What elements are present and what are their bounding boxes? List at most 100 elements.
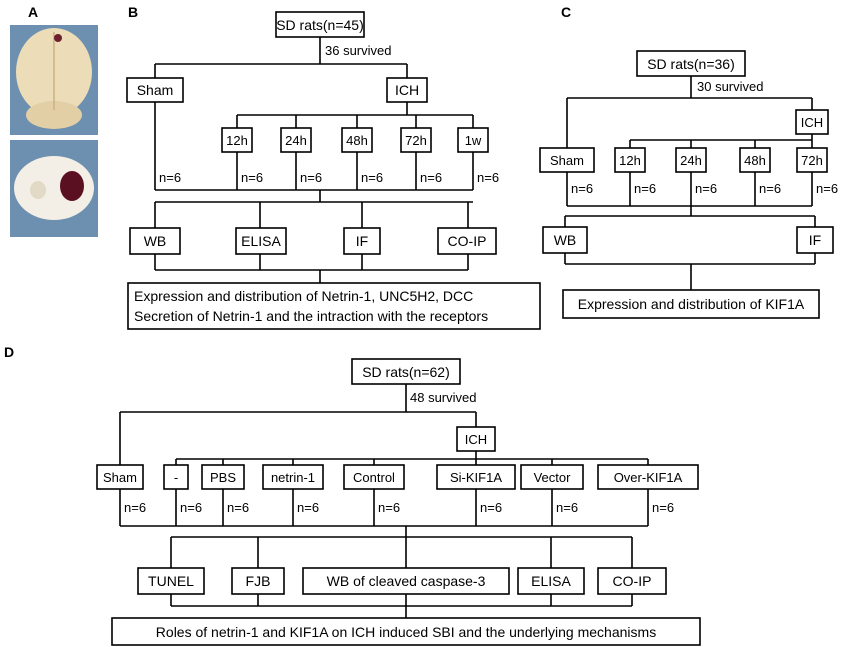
- brain-photo-section: [10, 140, 98, 237]
- panel-label-d: D: [4, 344, 14, 360]
- c-group-box-48h: [739, 147, 771, 173]
- c-assay-label-wb: WB: [554, 232, 577, 248]
- b-time-label-72h: 72h: [405, 133, 427, 148]
- d-ich-box: [456, 426, 496, 452]
- d-group-box-minus: [163, 464, 189, 490]
- b-assay-box-elisa: [235, 227, 287, 255]
- c-assay-label-if: IF: [809, 232, 821, 248]
- b-result-line2: Secretion of Netrin-1 and the intraction…: [134, 308, 488, 324]
- b-time-box-72h: [400, 127, 432, 153]
- b-time-label-1w: 1w: [465, 133, 482, 148]
- c-n-label: n=6: [634, 181, 656, 196]
- b-n-label: n=6: [420, 170, 442, 185]
- c-n-label: n=6: [816, 181, 838, 196]
- d-n-label: n=6: [480, 500, 502, 515]
- c-n-label: n=6: [695, 181, 717, 196]
- b-time-box-48h: [341, 127, 373, 153]
- b-time-label-24h: 24h: [285, 133, 307, 148]
- d-sd-rats-label: SD rats(n=62): [362, 364, 450, 380]
- b-assay-box-coip: [437, 227, 497, 255]
- b-sd-rats-label: SD rats(n=45): [276, 17, 364, 33]
- c-sd-rats-box: [636, 50, 746, 77]
- c-assay-box-if: [796, 226, 834, 254]
- d-survived-label: 48 survived: [410, 390, 476, 405]
- b-result-line1: Expression and distribution of Netrin-1,…: [134, 288, 473, 304]
- d-group-box-netrin1: [262, 464, 324, 490]
- b-time-label-12h: 12h: [226, 133, 248, 148]
- b-n-label: n=6: [477, 170, 499, 185]
- b-n-label: n=6: [361, 170, 383, 185]
- b-time-box-1w: [457, 127, 489, 153]
- d-group-label-sham: Sham: [103, 470, 137, 485]
- c-group-label-12h: 12h: [619, 153, 641, 168]
- b-assay-label-wb: WB: [144, 233, 167, 249]
- b-ich-label: ICH: [395, 82, 419, 98]
- c-group-box-24h: [675, 147, 707, 173]
- c-sd-rats-label: SD rats(n=36): [647, 56, 735, 72]
- d-group-box-pbs: [201, 464, 245, 490]
- panel-label-a: A: [28, 4, 38, 20]
- c-n-label: n=6: [759, 181, 781, 196]
- d-n-label: n=6: [124, 500, 146, 515]
- c-assay-box-wb: [542, 226, 588, 254]
- b-sham-label: Sham: [137, 82, 174, 98]
- c-result-label: Expression and distribution of KIF1A: [578, 296, 805, 312]
- d-assay-label-elisa: ELISA: [531, 573, 571, 589]
- b-n-label: n=6: [300, 170, 322, 185]
- b-time-label-48h: 48h: [346, 133, 368, 148]
- b-n-label: n=6: [159, 170, 181, 185]
- d-n-label: n=6: [297, 500, 319, 515]
- d-ich-label: ICH: [465, 432, 487, 447]
- c-result-box: [562, 289, 820, 319]
- d-result-label: Roles of netrin-1 and KIF1A on ICH induc…: [156, 624, 656, 640]
- c-ich-box: [795, 109, 829, 135]
- b-assay-box-wb: [129, 227, 181, 255]
- d-assay-box-wb-caspase: [302, 567, 510, 595]
- d-group-label-minus: -: [174, 470, 178, 485]
- d-group-box-si-kif1a: [436, 464, 516, 490]
- b-assay-box-if: [343, 227, 381, 255]
- d-n-label: n=6: [180, 500, 202, 515]
- d-group-box-over-kif1a: [597, 464, 699, 490]
- d-group-label-vector: Vector: [534, 470, 572, 485]
- panel-label-b: B: [128, 4, 138, 20]
- b-n-label: n=6: [241, 170, 263, 185]
- d-group-box-sham: [96, 464, 144, 490]
- c-group-label-sham: Sham: [550, 153, 584, 168]
- d-result-box: [111, 617, 701, 646]
- d-group-label-si-kif1a: Si-KIF1A: [450, 470, 502, 485]
- d-group-box-vector: [520, 464, 584, 490]
- b-time-box-24h: [280, 127, 312, 153]
- d-group-label-pbs: PBS: [210, 470, 236, 485]
- d-n-label: n=6: [652, 500, 674, 515]
- b-sd-rats-box: [275, 11, 365, 38]
- c-group-box-12h: [614, 147, 646, 173]
- d-assay-label-coip: CO-IP: [613, 573, 652, 589]
- c-group-label-72h: 72h: [801, 153, 823, 168]
- b-assay-label-elisa: ELISA: [241, 233, 281, 249]
- b-result-box: [127, 282, 541, 330]
- b-assay-label-if: IF: [356, 233, 368, 249]
- d-assay-box-fjb: [231, 567, 285, 595]
- d-group-label-netrin1: netrin-1: [271, 470, 315, 485]
- d-group-label-over-kif1a: Over-KIF1A: [614, 470, 683, 485]
- d-assay-box-tunel: [137, 567, 205, 595]
- d-group-label-control: Control: [353, 470, 395, 485]
- c-group-box-sham: [539, 147, 595, 173]
- d-group-box-control: [343, 464, 405, 490]
- b-ich-box: [386, 77, 428, 103]
- d-n-label: n=6: [227, 500, 249, 515]
- c-ich-label: ICH: [801, 115, 823, 130]
- d-assay-label-tunel: TUNEL: [148, 573, 194, 589]
- d-assay-box-elisa: [517, 567, 585, 595]
- d-sd-rats-box: [351, 358, 461, 385]
- b-sham-box: [126, 77, 184, 103]
- brain-photo-whole: [10, 25, 98, 135]
- b-survived-label: 36 survived: [325, 43, 391, 58]
- d-assay-label-wb-caspase: WB of cleaved caspase-3: [327, 573, 486, 589]
- c-n-label: n=6: [571, 181, 593, 196]
- d-assay-box-coip: [597, 567, 667, 595]
- b-assay-label-coip: CO-IP: [448, 233, 487, 249]
- d-n-label: n=6: [556, 500, 578, 515]
